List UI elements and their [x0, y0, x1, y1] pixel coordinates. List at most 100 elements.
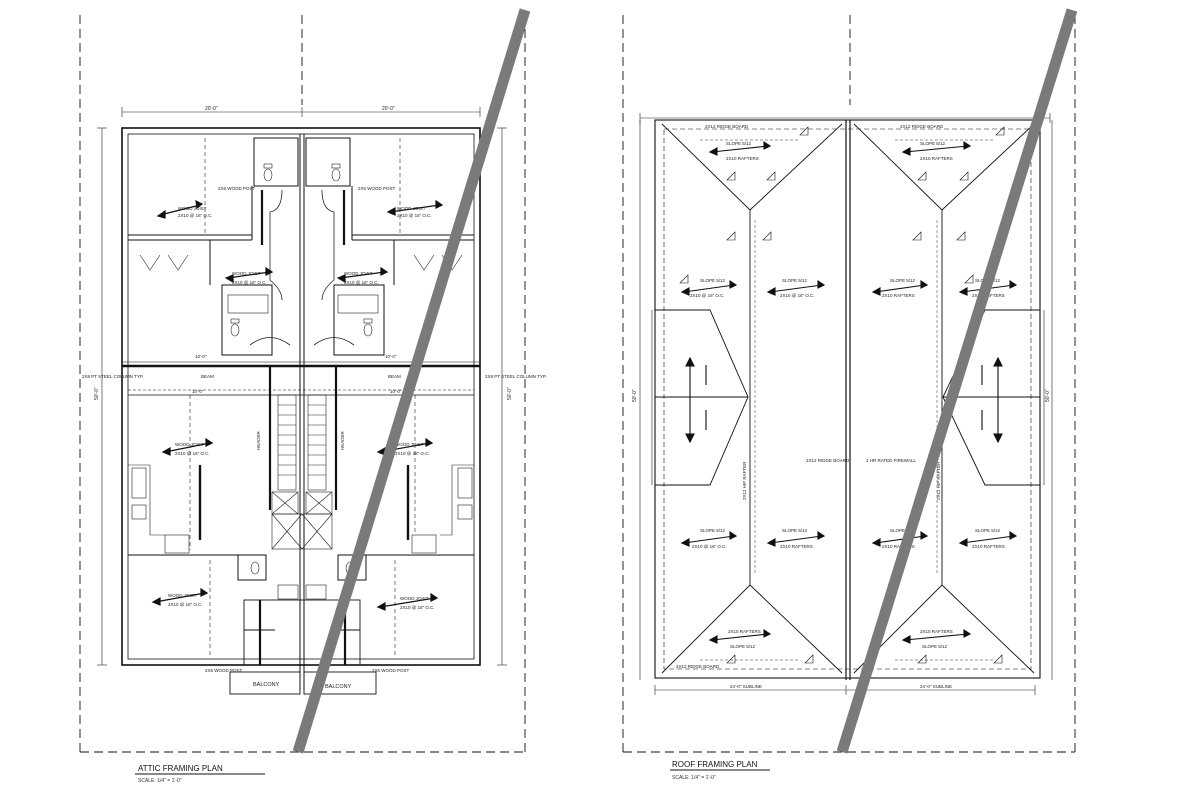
roof-note-slope-10: SLOPE 5/12: [920, 141, 946, 146]
roof-framing-plan: 50'-0" 50'-0" 24'-0" SUBLINE 24'-0" SUBL…: [622, 8, 1078, 781]
roof-note-hip-2: 2X12 HIP RAFTER: [936, 461, 941, 500]
attic-dim-top-left: 20'-0": [205, 106, 218, 112]
roof-note-slope-12: SLOPE 5/12: [922, 644, 948, 649]
roof-note-slope-9: SLOPE 5/12: [726, 141, 752, 146]
roof-top-note-right: 2X12 RIDGE BOARD: [900, 124, 944, 129]
roof-note-rafter-7: 2X10 RAFTERS: [882, 544, 915, 549]
roof-top-note-left: 2X12 RIDGE BOARD: [705, 124, 749, 129]
roof-note-rafter-3: 2X10 RAFTERS: [882, 293, 915, 298]
attic-property-lines: [79, 15, 526, 753]
roof-note-rafter-11: 2X10 RAFTERS: [728, 629, 761, 634]
roof-property-lines: [622, 15, 1076, 753]
attic-dim-side-left: 50'-0": [94, 387, 100, 400]
roof-note-slope-11: SLOPE 5/12: [730, 644, 756, 649]
roof-plan-scale: SCALE: 1/4" = 1'-0": [672, 775, 716, 781]
attic-note-spec-5: 2X10 @ 16" O.C.: [175, 451, 210, 456]
attic-stair-beams: [258, 190, 347, 665]
roof-note-ridge-bottom: 2X12 RIDGE BOARD: [676, 664, 720, 669]
roof-note-rafter-9: 2X10 RAFTERS: [726, 156, 759, 161]
roof-top-dimension: [639, 113, 1051, 123]
attic-note-joist-5: WOOD JOIST: [175, 442, 204, 447]
attic-note-beam-2: BEAM: [388, 374, 401, 379]
roof-side-dimensions: [639, 120, 1053, 695]
attic-diagonal-strike: [292, 8, 531, 754]
attic-joist-spans: [189, 138, 416, 655]
roof-rafter-arrows: [680, 140, 1018, 644]
attic-beam-dim-right-2: 10'-0": [390, 389, 402, 394]
roof-slope-markers: [679, 126, 1005, 664]
attic-note-joist-1: WOOD JOIST: [178, 206, 207, 211]
attic-plan-scale: SCALE: 1/4" = 1'-0": [138, 778, 182, 784]
attic-note-post-2: 2X6 WOOD POST: [358, 186, 396, 191]
attic-note-joist-7: WOOD JOIST: [168, 593, 197, 598]
roof-note-slope-7: SLOPE 5/12: [890, 528, 916, 533]
attic-note-spec-6: 2X10 @ 16" O.C.: [395, 451, 430, 456]
roof-ridge-dashes: [700, 139, 995, 661]
attic-beam-dim-right: 10'-0": [385, 354, 397, 359]
roof-outline: [654, 119, 1041, 679]
attic-framing-plan: 20'-0" 20'-0" 50'-0" 50'-0": [79, 8, 547, 784]
roof-note-rafter-1: 2X10 @ 16" O.C.: [690, 293, 725, 298]
roof-note-ridge: 2X12 RIDGE BOARD: [806, 458, 850, 463]
roof-note-slope-6: SLOPE 5/12: [782, 528, 808, 533]
attic-main-beam: [122, 361, 480, 396]
roof-note-firewall: 1 HR RATED FIREWALL: [866, 458, 917, 463]
attic-note-spec-4: 2X10 @ 16" O.C.: [344, 280, 379, 285]
attic-top-dimension: [121, 107, 481, 117]
attic-party-wall: [299, 134, 305, 690]
attic-note-spec-2: 2X10 @ 16" O.C.: [397, 213, 432, 218]
roof-note-rafter-12: 2X10 RAFTERS: [920, 629, 953, 634]
roof-firewall: [845, 120, 851, 680]
attic-note-header-2: HEADER: [340, 430, 345, 450]
roof-plan-title: ROOF FRAMING PLAN: [672, 760, 758, 769]
attic-plan-title: ATTIC FRAMING PLAN: [138, 764, 223, 773]
attic-note-joist-4: WOOD JOIST: [344, 271, 373, 276]
roof-note-rafter-8: 2X10 RAFTERS: [972, 544, 1005, 549]
attic-note-post-3: 2X6 WOOD POST: [205, 668, 243, 673]
roof-dim-side-left: 50'-0": [632, 389, 638, 402]
roof-note-slope-8: SLOPE 5/12: [975, 528, 1001, 533]
attic-stair: [271, 394, 333, 550]
attic-fixtures: [131, 163, 473, 600]
attic-note-spec-3: 2X10 @ 16" O.C.: [232, 280, 267, 285]
attic-note-spec-7: 2X10 @ 16" O.C.: [168, 602, 203, 607]
attic-note-beam-1: BEAM: [201, 374, 214, 379]
attic-balcony-right: BALCONY: [325, 684, 352, 690]
attic-note-header-1: HEADER: [256, 430, 261, 450]
attic-balconies: [229, 599, 377, 695]
attic-exterior-walls: [121, 127, 481, 666]
attic-beam-label-right: 2X8 PT STEEL COLUMN TYP.: [485, 374, 547, 379]
attic-kitchen-beams: [198, 465, 410, 540]
attic-note-spec-1: 2X10 @ 16" O.C.: [178, 213, 213, 218]
roof-note-slope-5: SLOPE 5/12: [700, 528, 726, 533]
attic-side-dimensions: [97, 127, 507, 666]
roof-dim-side-right: 50'-0": [1045, 389, 1051, 402]
roof-note-slope-3: SLOPE 5/12: [890, 278, 916, 283]
roof-note-rafter-5: 2X10 @ 16" O.C.: [692, 544, 727, 549]
attic-beam-dim-left: 10'-0": [195, 354, 207, 359]
roof-note-hip-1: 2X12 HIP RAFTER: [742, 461, 747, 500]
attic-dim-top-right: 20'-0": [382, 106, 395, 112]
attic-beam-label-left: 2X8 PT STEEL COLUMN TYP.: [82, 374, 144, 379]
attic-note-joist-6: WOOD JOIST: [395, 442, 424, 447]
roof-note-slope-1: SLOPE 5/12: [700, 278, 726, 283]
attic-note-joist-3: WOOD JOIST: [232, 271, 261, 276]
roof-dim-bottom-left: 24'-0" SUBLINE: [730, 684, 762, 689]
attic-balcony-left: BALCONY: [253, 682, 280, 688]
attic-joist-arrows: [151, 199, 444, 611]
attic-note-post-1: 2X6 WOOD POST: [218, 186, 256, 191]
attic-note-joist-2: WOOD JOIST: [397, 206, 426, 211]
roof-hips-top: [655, 123, 1040, 674]
roof-note-rafter-10: 2X10 RAFTERS: [920, 156, 953, 161]
attic-note-spec-8: 2X10 @ 16" O.C.: [400, 605, 435, 610]
roof-diagonal-strike: [836, 8, 1078, 754]
attic-note-joist-8: WOOD JOIST: [400, 596, 429, 601]
attic-hallway: [249, 189, 355, 346]
attic-beam-dim-left-2: 10'-0": [192, 389, 204, 394]
attic-note-post-4: 2X6 WOOD POST: [372, 668, 410, 673]
roof-dim-bottom-right: 24'-0" SUBLINE: [920, 684, 952, 689]
roof-note-slope-2: SLOPE 5/12: [782, 278, 808, 283]
roof-note-rafter-2: 2X10 @ 16" O.C.: [780, 293, 815, 298]
roof-note-rafter-6: 2X10 RAFTERS: [780, 544, 813, 549]
